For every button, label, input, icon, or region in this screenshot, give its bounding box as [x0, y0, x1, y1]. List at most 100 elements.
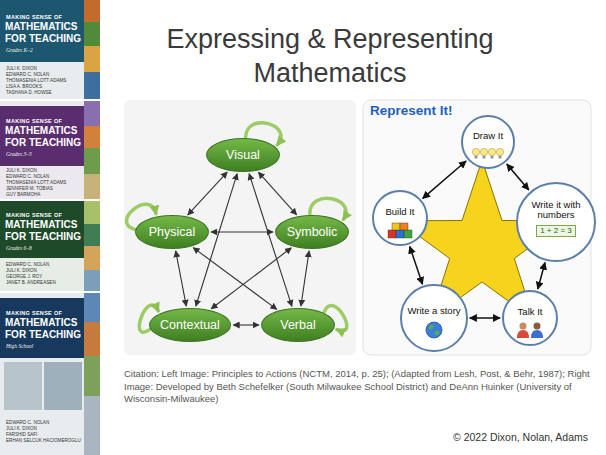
- representation-ellipse: Visual: [206, 138, 280, 172]
- cover-author: EDWARD C. NOLAN: [6, 262, 49, 268]
- cover-author: JULI K. DIXON: [6, 66, 37, 72]
- double-arrow: [211, 231, 273, 232]
- cover-author: JANET B. ANDREASEN: [6, 280, 56, 286]
- node-label: Draw It: [473, 131, 503, 142]
- cover-author: JENNIFER M. TOBIAS: [6, 186, 53, 192]
- text-anchor: Grades 3–5: [6, 151, 32, 157]
- book-cover: [0, 200, 100, 292]
- globe-picture: [417, 321, 451, 339]
- text-anchor: MATHEMATICS: [5, 21, 77, 32]
- representation-ellipse: Contextual: [149, 308, 232, 342]
- book-cover: [0, 100, 100, 200]
- text-anchor: Expressing & Representing Mathematics: [130, 22, 530, 90]
- cover-photo: [84, 0, 100, 22]
- cover-author: EDWARD C. NOLAN: [6, 174, 49, 180]
- cover-grade: Grades 6–8: [6, 245, 32, 251]
- cover-title: MATHEMATICS: [5, 125, 77, 136]
- text-anchor: ERHAN SELCUK HACIOMEROGLU: [6, 438, 81, 444]
- node-label: Contextual: [160, 318, 220, 333]
- representation-ellipse: Physical: [135, 215, 209, 249]
- text-anchor: MAKING SENSE OF: [6, 310, 62, 316]
- text-anchor: FOR TEACHING: [5, 33, 81, 44]
- node-label: Build It: [385, 207, 414, 218]
- representation-circle: Write it with numbers1 + 2 = 3: [516, 182, 596, 262]
- representation-circle: Write a story: [400, 284, 467, 351]
- cover-author: TASHANA D. HOWSE: [6, 90, 52, 96]
- text-anchor: EDWARD C. NOLAN: [6, 262, 49, 268]
- cover-photo: [84, 46, 100, 72]
- text-anchor: Represent It!: [370, 103, 453, 119]
- node-label: Talk It: [518, 307, 543, 318]
- cover-title: FOR TEACHING: [5, 137, 81, 148]
- cover-gap: [0, 199, 100, 201]
- text-anchor: © 2022 Dixon, Nolan, Adams: [380, 431, 588, 444]
- node-label: Visual: [226, 148, 260, 163]
- book-cover: [0, 0, 100, 100]
- text-anchor: GEORGE J. ROY: [6, 274, 42, 280]
- double-arrow: [258, 172, 296, 215]
- text-anchor: JULI K. DIXON: [6, 268, 37, 274]
- cover-photo: [84, 100, 100, 126]
- text-anchor: MAKING SENSE OF: [6, 212, 62, 218]
- representation-circle: Build It: [372, 190, 428, 246]
- cover-title: MATHEMATICS: [5, 21, 77, 32]
- cover-photo: [84, 22, 100, 46]
- text-anchor: THOMASENIA LOTT ADAMS: [6, 180, 66, 186]
- citation-text: Citation: Left Image: Principles to Acti…: [124, 368, 592, 406]
- cover-gap: [0, 291, 100, 293]
- cover-title: FOR TEACHING: [5, 329, 81, 340]
- node-label: Physical: [149, 225, 196, 240]
- text-anchor: TASHANA D. HOWSE: [6, 90, 52, 96]
- copyright-note: © 2022 Dixon, Nolan, Adams: [380, 431, 588, 444]
- double-arrow: [538, 263, 545, 290]
- text-anchor: EDWARD C. NOLAN: [6, 420, 49, 426]
- double-arrow: [507, 164, 529, 190]
- image-ground: [363, 100, 591, 355]
- text-anchor: LISA A. BROOKS: [6, 84, 42, 90]
- text-anchor: MATHEMATICS: [5, 317, 77, 328]
- image-heading: Represent It!: [370, 103, 453, 119]
- cover-series: MAKING SENSE OF: [6, 118, 62, 124]
- cover-title: FOR TEACHING: [5, 231, 81, 242]
- cover-author: JULI K. DIXON: [6, 168, 37, 174]
- cover-photo: [84, 224, 100, 246]
- cover-photo: [4, 362, 42, 410]
- text-anchor: JULI K. DIXON: [6, 426, 37, 432]
- cover-grade: High School: [6, 343, 33, 349]
- text-anchor: High School: [6, 343, 33, 349]
- text-anchor: FARSHID SAFI: [6, 432, 37, 438]
- text-anchor: EDWARD C. NOLAN: [6, 174, 49, 180]
- cover-author: GEORGE J. ROY: [6, 274, 42, 280]
- cover-author: LISA A. BROOKS: [6, 84, 42, 90]
- text-anchor: EDWARD C. NOLAN: [6, 72, 49, 78]
- cover-band: [0, 200, 84, 258]
- cover-author: THOMASENIA LOTT ADAMS: [6, 180, 66, 186]
- cover-author: EDWARD C. NOLAN: [6, 72, 49, 78]
- text-anchor: FOR TEACHING: [5, 329, 81, 340]
- cover-title: MATHEMATICS: [5, 219, 77, 230]
- text-anchor: THOMASENIA LOTT ADAMS: [6, 78, 66, 84]
- text-anchor: MATHEMATICS: [5, 125, 77, 136]
- double-arrow: [211, 248, 291, 309]
- text-anchor: JULI K. DIXON: [6, 168, 37, 174]
- cover-author: THOMASENIA LOTT ADAMS: [6, 78, 66, 84]
- cover-author: JULI K. DIXON: [6, 426, 37, 432]
- node-label: Symbolic: [287, 225, 338, 240]
- cover-author: GUY BARMOHA: [6, 192, 40, 198]
- cover-photo: [84, 126, 100, 148]
- text-anchor: MATHEMATICS: [5, 219, 77, 230]
- cover-photo: [84, 396, 100, 455]
- text-anchor: MAKING SENSE OF: [6, 14, 62, 20]
- double-arrow: [301, 251, 309, 306]
- cover-series: MAKING SENSE OF: [6, 14, 62, 20]
- text-anchor: Grades 6–8: [6, 245, 32, 251]
- cover-photo: [84, 270, 100, 292]
- cover-title: FOR TEACHING: [5, 33, 81, 44]
- node-label: Write it with numbers: [528, 200, 584, 221]
- bulb-drawing: [471, 145, 505, 163]
- text-anchor: JANET B. ANDREASEN: [6, 280, 56, 286]
- cover-author: JULI K. DIXON: [6, 268, 37, 274]
- text-anchor: Grades K–2: [6, 47, 33, 53]
- text-anchor: JENNIFER M. TOBIAS: [6, 186, 53, 192]
- cover-author: EDWARD C. NOLAN: [6, 420, 49, 426]
